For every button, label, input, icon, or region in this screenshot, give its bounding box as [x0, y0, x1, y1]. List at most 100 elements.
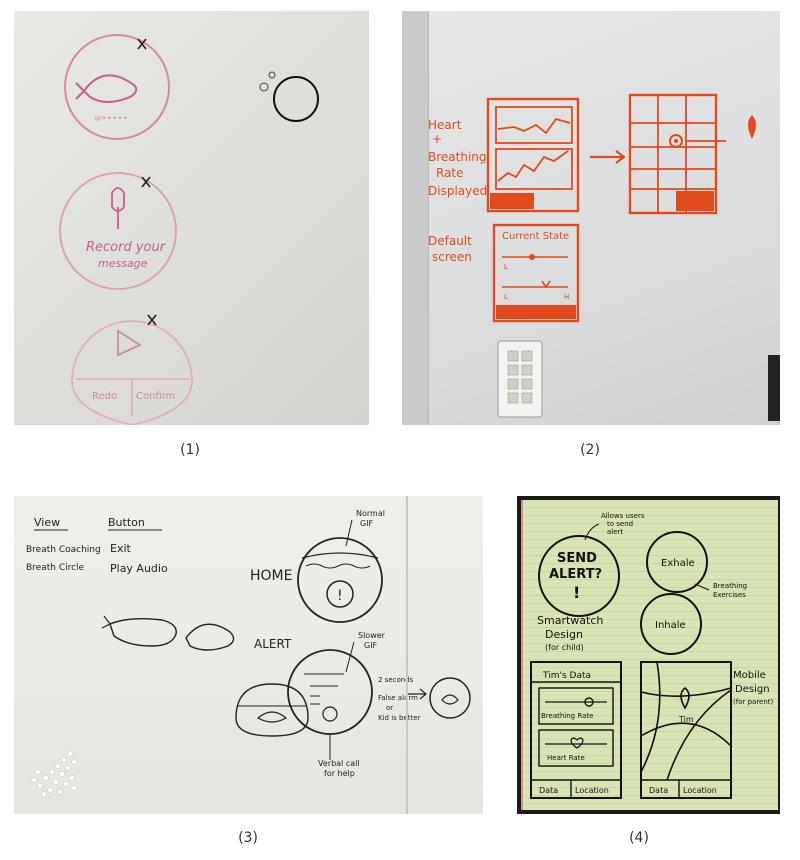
smartwatch-line1: Smartwatch	[537, 614, 603, 627]
exhale-label: Exhale	[661, 558, 695, 569]
label-plus: +	[432, 132, 442, 146]
wall-light-switch	[497, 340, 543, 418]
photo-2-whiteboard-heart-rate: Heart + Breathing Rate Displayed Default…	[402, 11, 780, 425]
tab-data-2: Data	[649, 786, 668, 795]
tab-location-2: Location	[683, 786, 717, 795]
breathing-rate-label: Breathing Rate	[541, 712, 593, 720]
seconds-note-1: 2 seconds	[378, 676, 414, 684]
allows-note-3: alert	[607, 528, 623, 536]
exhale-circle	[646, 531, 708, 593]
small-watch-circle	[429, 677, 471, 719]
heart-icon	[570, 737, 584, 749]
tims-data-title: Tim's Data	[542, 671, 591, 681]
photo-1-whiteboard-watch-screens: w••••• Record your message Redo Confirm	[14, 11, 369, 425]
seconds-note-3: or	[386, 704, 393, 712]
whiteboard-frame-left	[402, 11, 429, 425]
x-mark-2	[141, 176, 151, 188]
label-breathing: Breathing	[428, 150, 487, 164]
send-alert-circle	[538, 535, 620, 617]
microphone-icon	[111, 187, 125, 229]
caption-4: (4)	[629, 830, 649, 846]
normal-gif-1: Normal	[356, 509, 385, 518]
photo-3-whiteboard-view-button: View Breath Coaching Breath Circle Butto…	[14, 496, 483, 814]
seconds-note-4: Kid is better	[378, 714, 421, 722]
x-mark-1	[137, 38, 147, 50]
bubble-large	[273, 76, 319, 122]
record-label-line1: Record your	[86, 240, 167, 255]
caption-1: (1)	[180, 442, 200, 458]
whale-sketch-1	[109, 617, 177, 647]
parent-phone-location	[640, 661, 732, 799]
smartwatch-line3: (for child)	[545, 643, 584, 652]
bubble-tiny	[268, 71, 276, 79]
label-heart: Heart	[428, 118, 462, 132]
whale-sketch-3	[235, 683, 309, 737]
label-default: Default	[428, 234, 472, 248]
phone-sketch-default	[492, 223, 580, 323]
slider-l-1: L	[504, 263, 508, 271]
map-pin-icon	[680, 686, 690, 710]
label-screen: screen	[432, 250, 472, 264]
seconds-note-2: False alarm	[378, 694, 418, 702]
mobile-line3: (for parent)	[733, 698, 774, 706]
photo-4-notebook-sketch: Allows users to send alert SEND ALERT? !…	[517, 496, 780, 814]
x-mark-3	[147, 314, 157, 326]
verbal-note-2: for help	[324, 769, 355, 778]
send-alert-line1: SEND	[557, 551, 597, 566]
confirm-label: Confirm	[136, 391, 175, 402]
label-rate: Rate	[436, 166, 464, 180]
smartwatch-line2: Design	[545, 628, 583, 641]
magnet-balls	[31, 751, 77, 797]
slider-l-2: L	[504, 293, 508, 301]
button-header: Button	[108, 516, 145, 529]
pin-icon	[748, 115, 756, 139]
view-item-2: Breath Circle	[26, 563, 85, 573]
parent-phone-data	[530, 661, 622, 799]
svg-text:w•••••: w•••••	[94, 114, 128, 124]
send-alert-line2: ALERT?	[549, 567, 602, 582]
whale-icon	[75, 74, 138, 103]
verbal-note-1: Verbal call	[318, 759, 360, 768]
label-displayed: Displayed	[428, 184, 487, 198]
inhale-label: Inhale	[655, 620, 686, 631]
tab-data-1: Data	[539, 786, 558, 795]
button-item-2: Play Audio	[110, 562, 168, 575]
slider-h: H	[564, 293, 569, 301]
breathing-note-2: Exercises	[713, 591, 746, 599]
normal-gif-2: GIF	[360, 519, 374, 528]
bubble-small	[259, 82, 269, 92]
tab-location-1: Location	[575, 786, 609, 795]
phone-sketch-map	[628, 93, 718, 215]
allows-note-1: Allows users	[601, 512, 645, 520]
watch-circle-whale	[64, 34, 170, 140]
play-icon	[117, 329, 142, 357]
mobile-line2: Design	[735, 684, 770, 695]
whale-sketch-2	[185, 623, 235, 651]
watch-circle-record	[59, 172, 177, 290]
watch-circle-play	[71, 320, 193, 382]
breathing-note-1: Breathing	[713, 582, 747, 590]
current-state-label: Current State	[502, 231, 569, 242]
view-item-1: Breath Coaching	[26, 545, 101, 555]
flow-arrow	[590, 150, 626, 164]
alert-label: ALERT	[254, 637, 292, 651]
send-alert-exclamation-icon: !	[573, 583, 580, 602]
inhale-circle	[640, 593, 702, 655]
location-pin-marker	[669, 134, 683, 148]
home-watch-circle	[297, 537, 383, 623]
allows-note-2: to send	[607, 520, 633, 528]
button-item-1: Exit	[110, 542, 132, 555]
mobile-line1: Mobile	[733, 670, 766, 681]
tim-label: Tim	[678, 715, 694, 724]
slower-gif-1: Slower	[358, 631, 386, 640]
slower-gif-2: GIF	[364, 641, 378, 650]
record-label-line2: message	[98, 257, 148, 270]
home-label: HOME	[250, 568, 292, 584]
caption-2: (2)	[580, 442, 600, 458]
phone-sketch-graphs	[486, 97, 580, 213]
heart-rate-label: Heart Rate	[547, 754, 585, 762]
redo-label: Redo	[92, 391, 117, 402]
caption-3: (3)	[238, 830, 258, 846]
view-header: View	[34, 516, 60, 529]
exclamation-icon: !	[337, 588, 343, 604]
